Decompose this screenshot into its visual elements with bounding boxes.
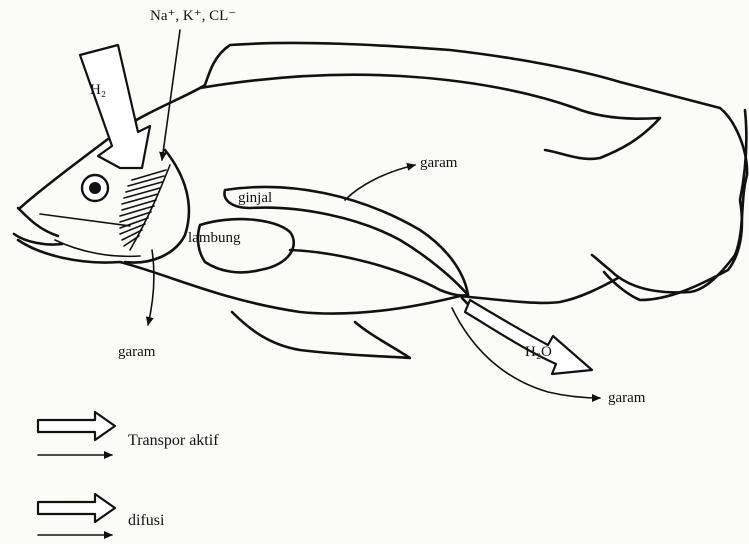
dorsal-fin-line bbox=[200, 75, 660, 159]
h2o-outflow-arrow bbox=[465, 300, 592, 374]
pupil bbox=[89, 182, 101, 194]
legend-label-difusi: difusi bbox=[128, 512, 164, 530]
jaw-line bbox=[40, 214, 130, 226]
h2-label: H₂ bbox=[90, 82, 106, 99]
fish-head bbox=[14, 150, 189, 263]
mouth-upper bbox=[18, 208, 58, 236]
ions-label: Na⁺, K⁺, CL⁻ bbox=[150, 6, 236, 25]
legend bbox=[38, 412, 115, 535]
garam-gill-label: garam bbox=[118, 344, 155, 361]
ventral-fin bbox=[232, 312, 410, 358]
garam-top-label: garam bbox=[420, 155, 457, 172]
ion-inflow-arrow bbox=[162, 30, 180, 160]
legend-hollow-arrow-2 bbox=[38, 494, 115, 522]
tail-fin bbox=[604, 110, 746, 300]
garam-top-arrow bbox=[345, 165, 415, 200]
gill-filaments bbox=[120, 165, 170, 250]
intestine-line bbox=[290, 250, 468, 295]
legend-label-transport: Transpor aktif bbox=[128, 432, 219, 450]
h2-inflow-arrow bbox=[80, 45, 150, 168]
cheek-line bbox=[55, 240, 140, 256]
legend-hollow-arrow-1 bbox=[38, 412, 115, 440]
ginjal-label: ginjal bbox=[238, 190, 272, 207]
fish-belly-outline bbox=[18, 240, 618, 314]
h2o-label: H₂O bbox=[525, 344, 552, 361]
lambung-label: lambung bbox=[188, 230, 241, 247]
garam-bottom-label: garam bbox=[608, 390, 645, 407]
